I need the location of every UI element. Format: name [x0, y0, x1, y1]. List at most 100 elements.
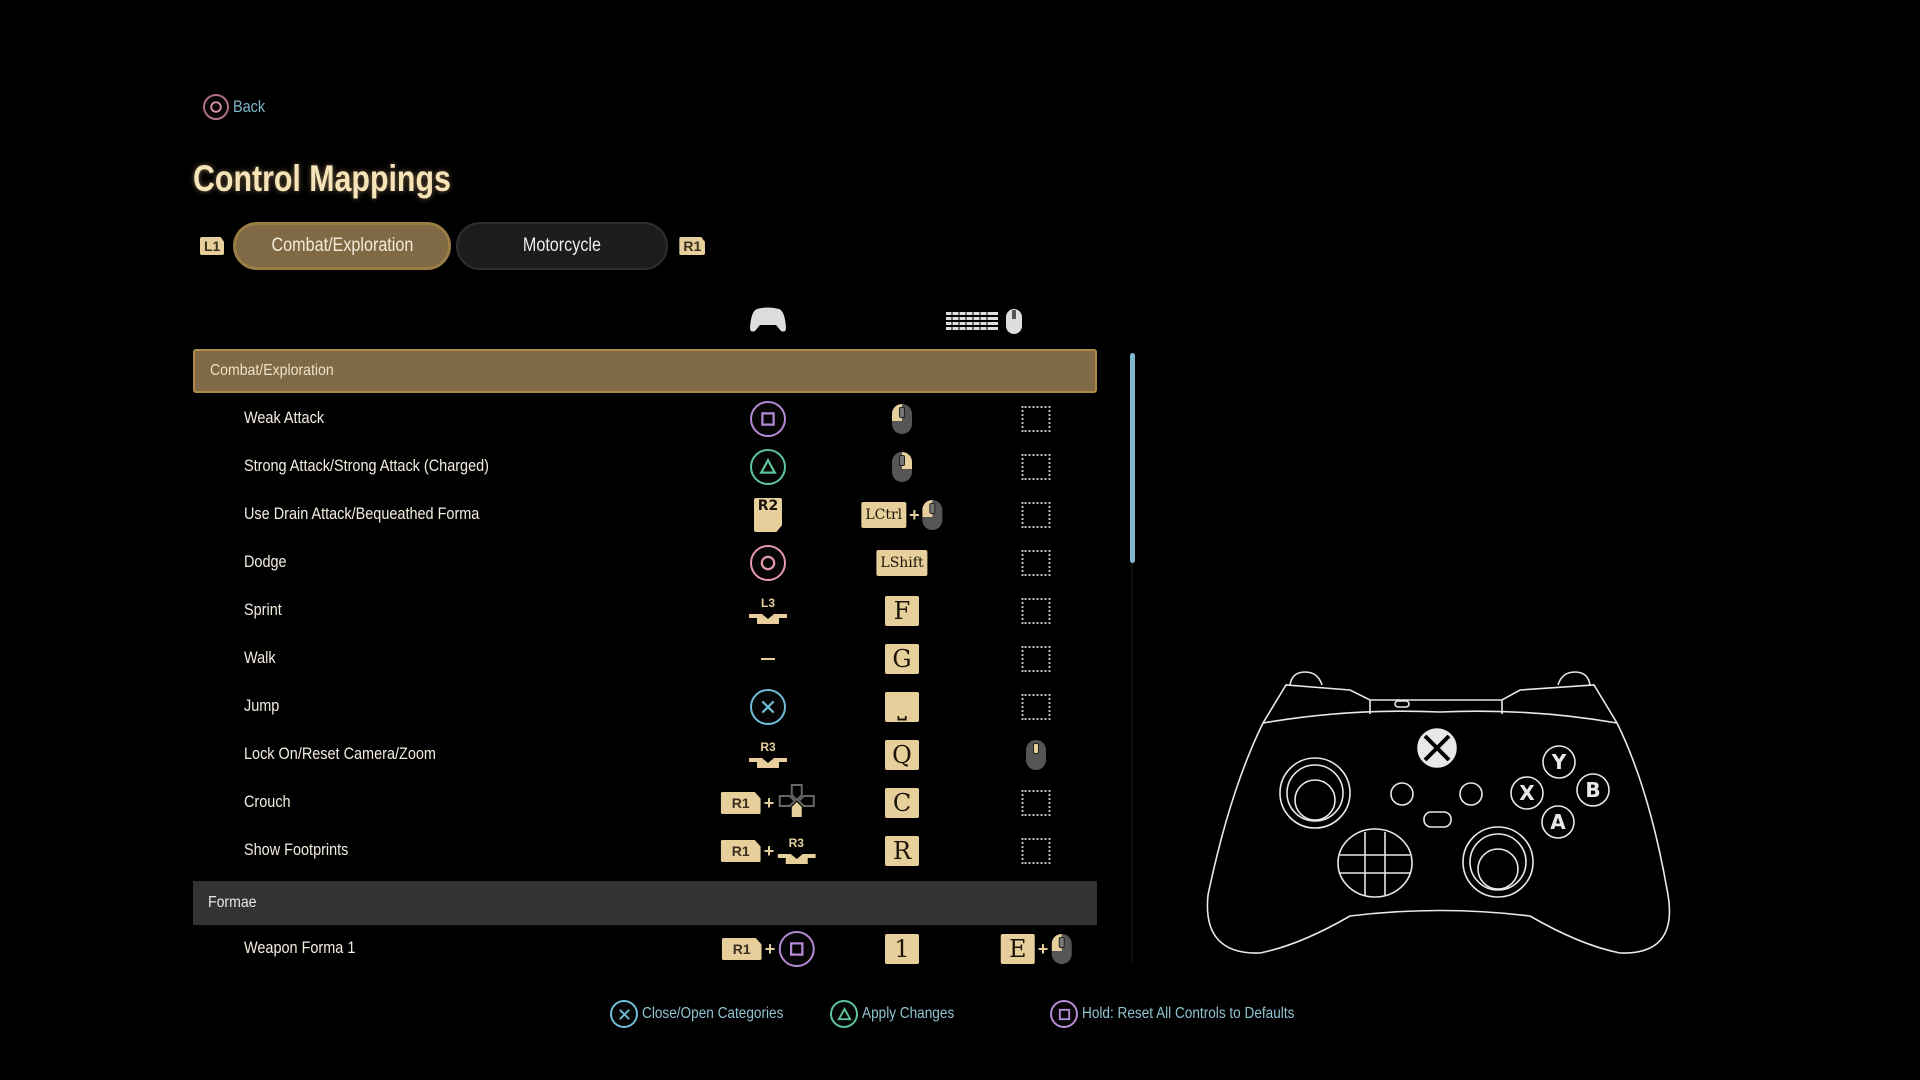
hint-label: Hold: Reset All Controls to Defaults	[1082, 1005, 1295, 1022]
alternate-binding[interactable]	[1021, 827, 1051, 875]
tab-motorcycle[interactable]: Motorcycle	[456, 222, 669, 270]
empty-binding-slot[interactable]	[1021, 790, 1051, 816]
gamepad-binding[interactable]	[750, 395, 786, 443]
gamepad-icon	[750, 307, 786, 332]
empty-binding-slot[interactable]	[1021, 406, 1051, 432]
alternate-binding[interactable]	[1021, 443, 1051, 491]
svg-text:A: A	[1550, 810, 1566, 834]
empty-binding-slot[interactable]	[1021, 694, 1051, 720]
tab-label: Motorcycle	[523, 235, 602, 256]
stick-label: R3	[760, 740, 776, 754]
mapping-row[interactable]: Use Drain Attack/Bequeathed Forma R2 LCtrl…	[193, 491, 1097, 539]
empty-binding-slot[interactable]	[1021, 838, 1051, 864]
action-label: Dodge	[244, 552, 287, 571]
mapping-row[interactable]: Dodge LShift	[193, 539, 1097, 587]
alternate-binding[interactable]	[1021, 491, 1051, 539]
plus-sign: +	[1037, 938, 1049, 959]
l1-bumper-icon[interactable]: L1	[200, 237, 225, 255]
action-label: Weak Attack	[244, 408, 325, 427]
alternate-binding[interactable]	[1021, 539, 1051, 587]
mapping-row[interactable]: Walk G	[193, 635, 1097, 683]
keyboard-binding[interactable]: R	[885, 827, 919, 875]
mouse-left-click-icon	[892, 404, 912, 434]
key-icon: R	[885, 836, 919, 866]
action-label: Walk	[244, 648, 276, 667]
r3-stick-press-icon: R3	[749, 741, 787, 769]
keyboard-binding[interactable]	[892, 395, 912, 443]
unassigned-dash	[761, 658, 775, 660]
action-label: Use Drain Attack/Bequeathed Forma	[244, 504, 480, 523]
keyboard-binding[interactable]	[892, 443, 912, 491]
gamepad-binding[interactable]	[750, 539, 786, 587]
r1-bumper-icon: R1	[720, 840, 761, 862]
gamepad-binding[interactable]: L3	[749, 587, 787, 635]
alternate-binding[interactable]: E+	[1000, 925, 1072, 973]
keyboard-binding[interactable]: LCtrl+	[861, 491, 943, 539]
footer-hint-square[interactable]: Hold: Reset All Controls to Defaults	[1050, 1000, 1332, 1028]
key-icon: ⎵	[885, 692, 919, 722]
action-label: Crouch	[244, 792, 291, 811]
plus-sign: +	[763, 840, 775, 861]
gamepad-binding[interactable]: R1+	[720, 779, 816, 827]
gamepad-binding[interactable]	[750, 683, 786, 731]
stick-label: R3	[788, 836, 804, 850]
r1-bumper-icon: R1	[721, 938, 762, 960]
empty-binding-slot[interactable]	[1021, 550, 1051, 576]
keyboard-binding[interactable]: ⎵	[885, 683, 919, 731]
key-icon: F	[885, 596, 919, 626]
keyboard-binding[interactable]: F	[885, 587, 919, 635]
alternate-binding[interactable]	[1021, 683, 1051, 731]
back-button[interactable]: Back	[203, 94, 271, 120]
footer-hints: Close/Open Categories Apply Changes Hold: …	[0, 1000, 1920, 1030]
svg-text:B: B	[1585, 778, 1600, 802]
r3-stick-press-icon: R3	[777, 836, 816, 865]
gamepad-binding[interactable]: R1+	[721, 925, 815, 973]
empty-binding-slot[interactable]	[1021, 502, 1051, 528]
action-label: Weapon Forma 1	[244, 938, 356, 957]
svg-text:Y: Y	[1551, 750, 1567, 774]
mapping-row[interactable]: Jump⎵	[193, 683, 1097, 731]
mouse-left-click-icon	[922, 500, 943, 530]
alternate-binding[interactable]	[1021, 779, 1051, 827]
r2-trigger-icon: R2	[754, 498, 782, 532]
gamepad-binding[interactable]	[761, 635, 775, 683]
mapping-row[interactable]: Crouch R1+ C	[193, 779, 1097, 827]
mapping-row[interactable]: Weak Attack	[193, 395, 1097, 443]
keyboard-binding[interactable]: C	[885, 779, 919, 827]
keyboard-binding[interactable]: Q	[885, 731, 919, 779]
alternate-binding[interactable]	[1026, 731, 1046, 779]
keyboard-mouse-icon	[946, 309, 1022, 334]
r1-bumper-icon[interactable]: R1	[679, 237, 706, 255]
keyboard-binding[interactable]: LShift	[876, 539, 928, 587]
gamepad-binding[interactable]: R1+ R3	[720, 827, 816, 875]
alternate-binding[interactable]	[1021, 587, 1051, 635]
tab-combat-exploration[interactable]: Combat/Exploration	[233, 222, 452, 270]
alternate-binding[interactable]	[1021, 395, 1051, 443]
keyboard-binding[interactable]: G	[885, 635, 919, 683]
square-button-icon	[1050, 1000, 1078, 1028]
gamepad-binding[interactable]	[750, 443, 786, 491]
category-header-formae[interactable]: Formae	[193, 881, 1097, 925]
footer-hint-triangle[interactable]: Apply Changes	[830, 1000, 971, 1028]
gamepad-binding[interactable]: R2	[754, 491, 782, 539]
scrollbar-thumb[interactable]	[1130, 353, 1135, 563]
alternate-binding[interactable]	[1021, 635, 1051, 683]
empty-binding-slot[interactable]	[1021, 454, 1051, 480]
square-button-icon	[778, 931, 815, 967]
l3-stick-press-icon: L3	[749, 597, 787, 625]
plus-sign: +	[764, 938, 776, 959]
empty-binding-slot[interactable]	[1021, 598, 1051, 624]
mapping-row[interactable]: Strong Attack/Strong Attack (Charged)	[193, 443, 1097, 491]
key-icon: LShift	[876, 550, 928, 576]
gamepad-binding[interactable]: R3	[749, 731, 787, 779]
category-header-combat-exploration[interactable]: Combat/Exploration	[193, 349, 1097, 393]
empty-binding-slot[interactable]	[1021, 646, 1051, 672]
footer-hint-cross[interactable]: Close/Open Categories	[610, 1000, 808, 1028]
keyboard-binding[interactable]: 1	[885, 925, 919, 973]
key-icon: Q	[885, 740, 919, 770]
tab-label: Combat/Exploration	[271, 235, 414, 256]
